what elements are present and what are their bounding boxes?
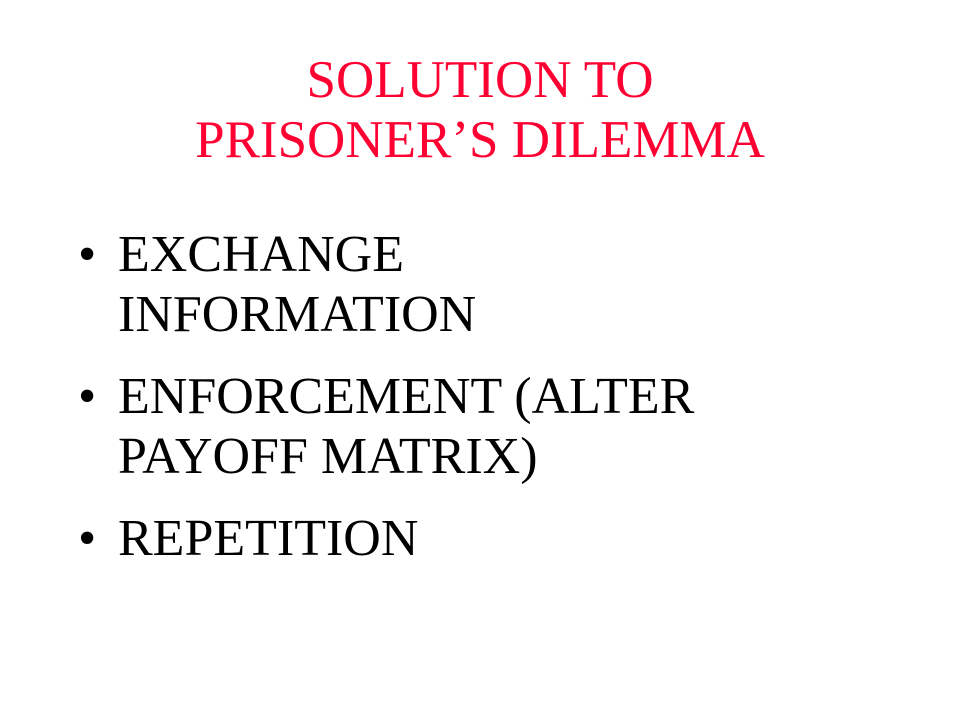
slide-title-line-2: PRISONER’S DILEMMA: [195, 111, 765, 169]
bullet-line: REPETITION: [118, 510, 419, 567]
bullet-item-enforcement: • ENFORCEMENT (ALTER PAYOFF MATRIX): [78, 367, 878, 487]
bullet-text: EXCHANGE INFORMATION: [118, 225, 878, 345]
bullet-item-exchange-information: • EXCHANGE INFORMATION: [78, 225, 878, 345]
bullet-line: ENFORCEMENT (ALTER: [118, 368, 695, 425]
bullet-dot-icon: •: [78, 368, 97, 425]
bullet-line: INFORMATION: [118, 286, 477, 343]
bullet-line: PAYOFF MATRIX): [118, 428, 538, 485]
bullet-dot-icon: •: [78, 510, 97, 567]
slide-title: SOLUTION TO PRISONER’S DILEMMA: [0, 50, 960, 170]
bullet-text: REPETITION: [118, 509, 878, 569]
bullet-dot-icon: •: [78, 226, 97, 283]
slide-title-line-1: SOLUTION TO: [306, 51, 654, 109]
bullet-line: EXCHANGE: [118, 226, 404, 283]
bullet-item-repetition: • REPETITION: [78, 509, 878, 569]
bullet-text: ENFORCEMENT (ALTER PAYOFF MATRIX): [118, 367, 878, 487]
solution-list: • EXCHANGE INFORMATION • ENFORCEMENT (AL…: [78, 225, 878, 569]
